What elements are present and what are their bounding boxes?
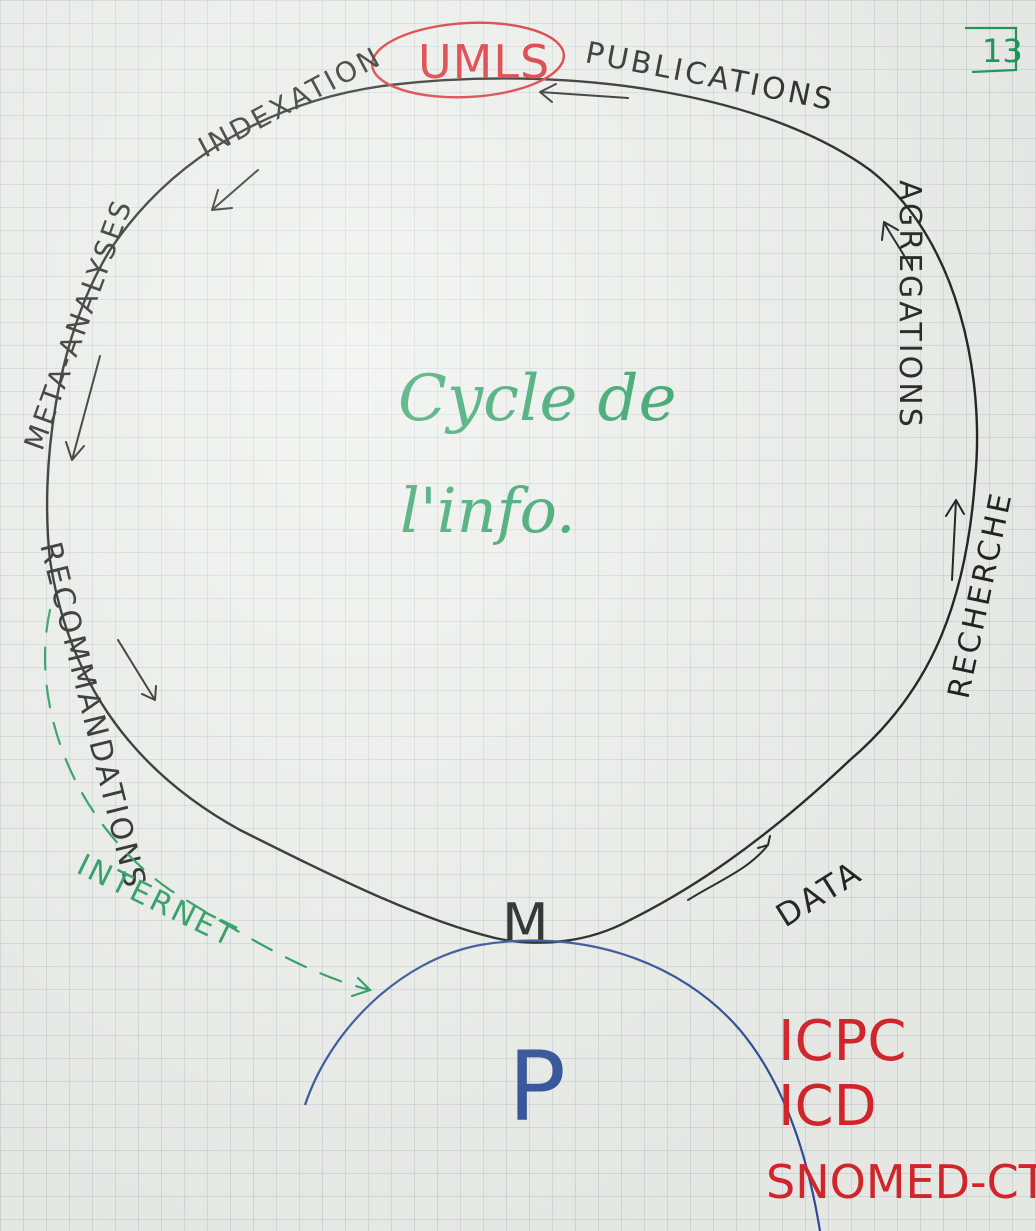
doctor-label: M xyxy=(502,892,549,955)
stage-recommandations: RECOMMANDATIONS xyxy=(32,538,152,893)
arrow-up-icon xyxy=(945,499,965,581)
arrow-up-curve-icon xyxy=(881,221,913,271)
center-title-line1: Cycle de xyxy=(398,362,677,436)
arrow-down-icon xyxy=(65,355,101,461)
stage-meta-analyses: META-ANALYSES xyxy=(18,194,140,455)
arrow-up-right-icon xyxy=(687,835,771,901)
internet-label: INTERNET xyxy=(71,848,242,955)
arrow-left-icon xyxy=(539,83,629,103)
page-number: 13 xyxy=(982,32,1023,70)
terminology-snomed: SNOMED-CT xyxy=(766,1155,1036,1209)
stage-recherche: RECHERCHE xyxy=(942,488,1020,702)
cycle-circle xyxy=(45,77,979,944)
stage-publications: PUBLICATIONS xyxy=(582,35,838,118)
stage-agregations: AGREGATIONS xyxy=(892,180,927,430)
arrow-down-right-icon xyxy=(117,639,157,701)
stage-data: DATA xyxy=(769,853,869,935)
patient-label: P xyxy=(508,1031,566,1143)
arrow-down-left-icon xyxy=(211,169,259,211)
internet-dashed-link xyxy=(43,608,372,992)
cycle-arrows xyxy=(65,83,965,901)
terminology-icpc: ICPC xyxy=(778,1009,907,1074)
stage-indexation: INDEXATION xyxy=(193,40,388,164)
center-title-line2: l'info. xyxy=(400,474,576,547)
umls-label: UMLS xyxy=(418,35,550,89)
page-number-mark: 13 xyxy=(965,26,1023,74)
terminology-icd: ICD xyxy=(778,1074,877,1139)
umls-ellipse xyxy=(370,21,566,99)
patient-arc xyxy=(303,939,822,1231)
internet-arrow-icon xyxy=(350,976,373,998)
